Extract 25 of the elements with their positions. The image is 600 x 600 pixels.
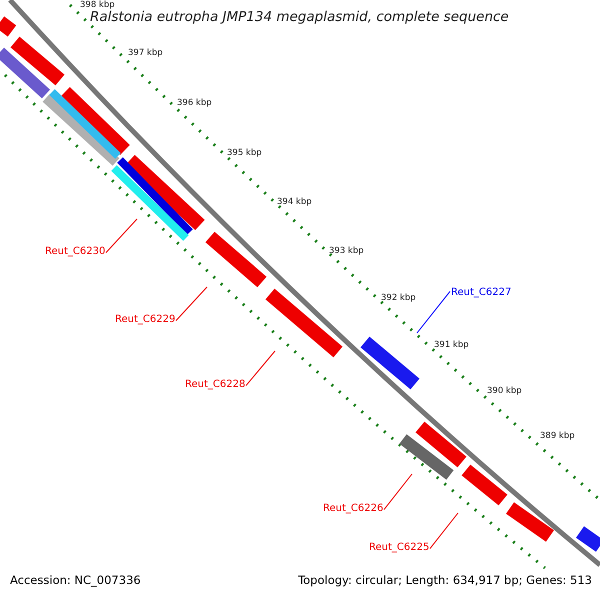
tick-label: 397 kbp [128,49,163,58]
tick-label: 393 kbp [329,247,364,256]
leader-line [106,218,138,254]
tick-label: 392 kbp [381,294,416,304]
tick-label: 398 kbp [80,1,115,10]
leader-line [246,350,276,386]
leader-line [430,512,458,550]
gene-label: Reut_C6229 [115,314,176,325]
gene-label: Reut_C6228 [185,379,246,390]
gene-label: Reut_C6227 [451,287,512,298]
gene-label: Reut_C6230 [45,246,106,257]
leader-line [176,286,208,322]
leader-line [416,290,450,334]
tick-label: 396 kbp [177,99,212,108]
gene-label: Reut_C6225 [369,542,430,553]
leader-line [384,474,412,510]
tick-label: 389 kbp [540,432,575,442]
tick-label: 394 kbp [277,198,312,208]
title: Ralstonia eutropha JMP134 megaplasmid, complete sequence [90,10,509,25]
tick-label: 391 kbp [434,341,469,350]
tick-label: 390 kbp [487,387,522,396]
footer-text: Accession: NC_007336 [10,574,141,587]
gene-label: Reut_C6226 [323,503,384,514]
tick-label: 395 kbp [227,149,262,158]
footer-text: Topology: circular; Length: 634,917 bp; Genes: 513 [298,574,592,587]
